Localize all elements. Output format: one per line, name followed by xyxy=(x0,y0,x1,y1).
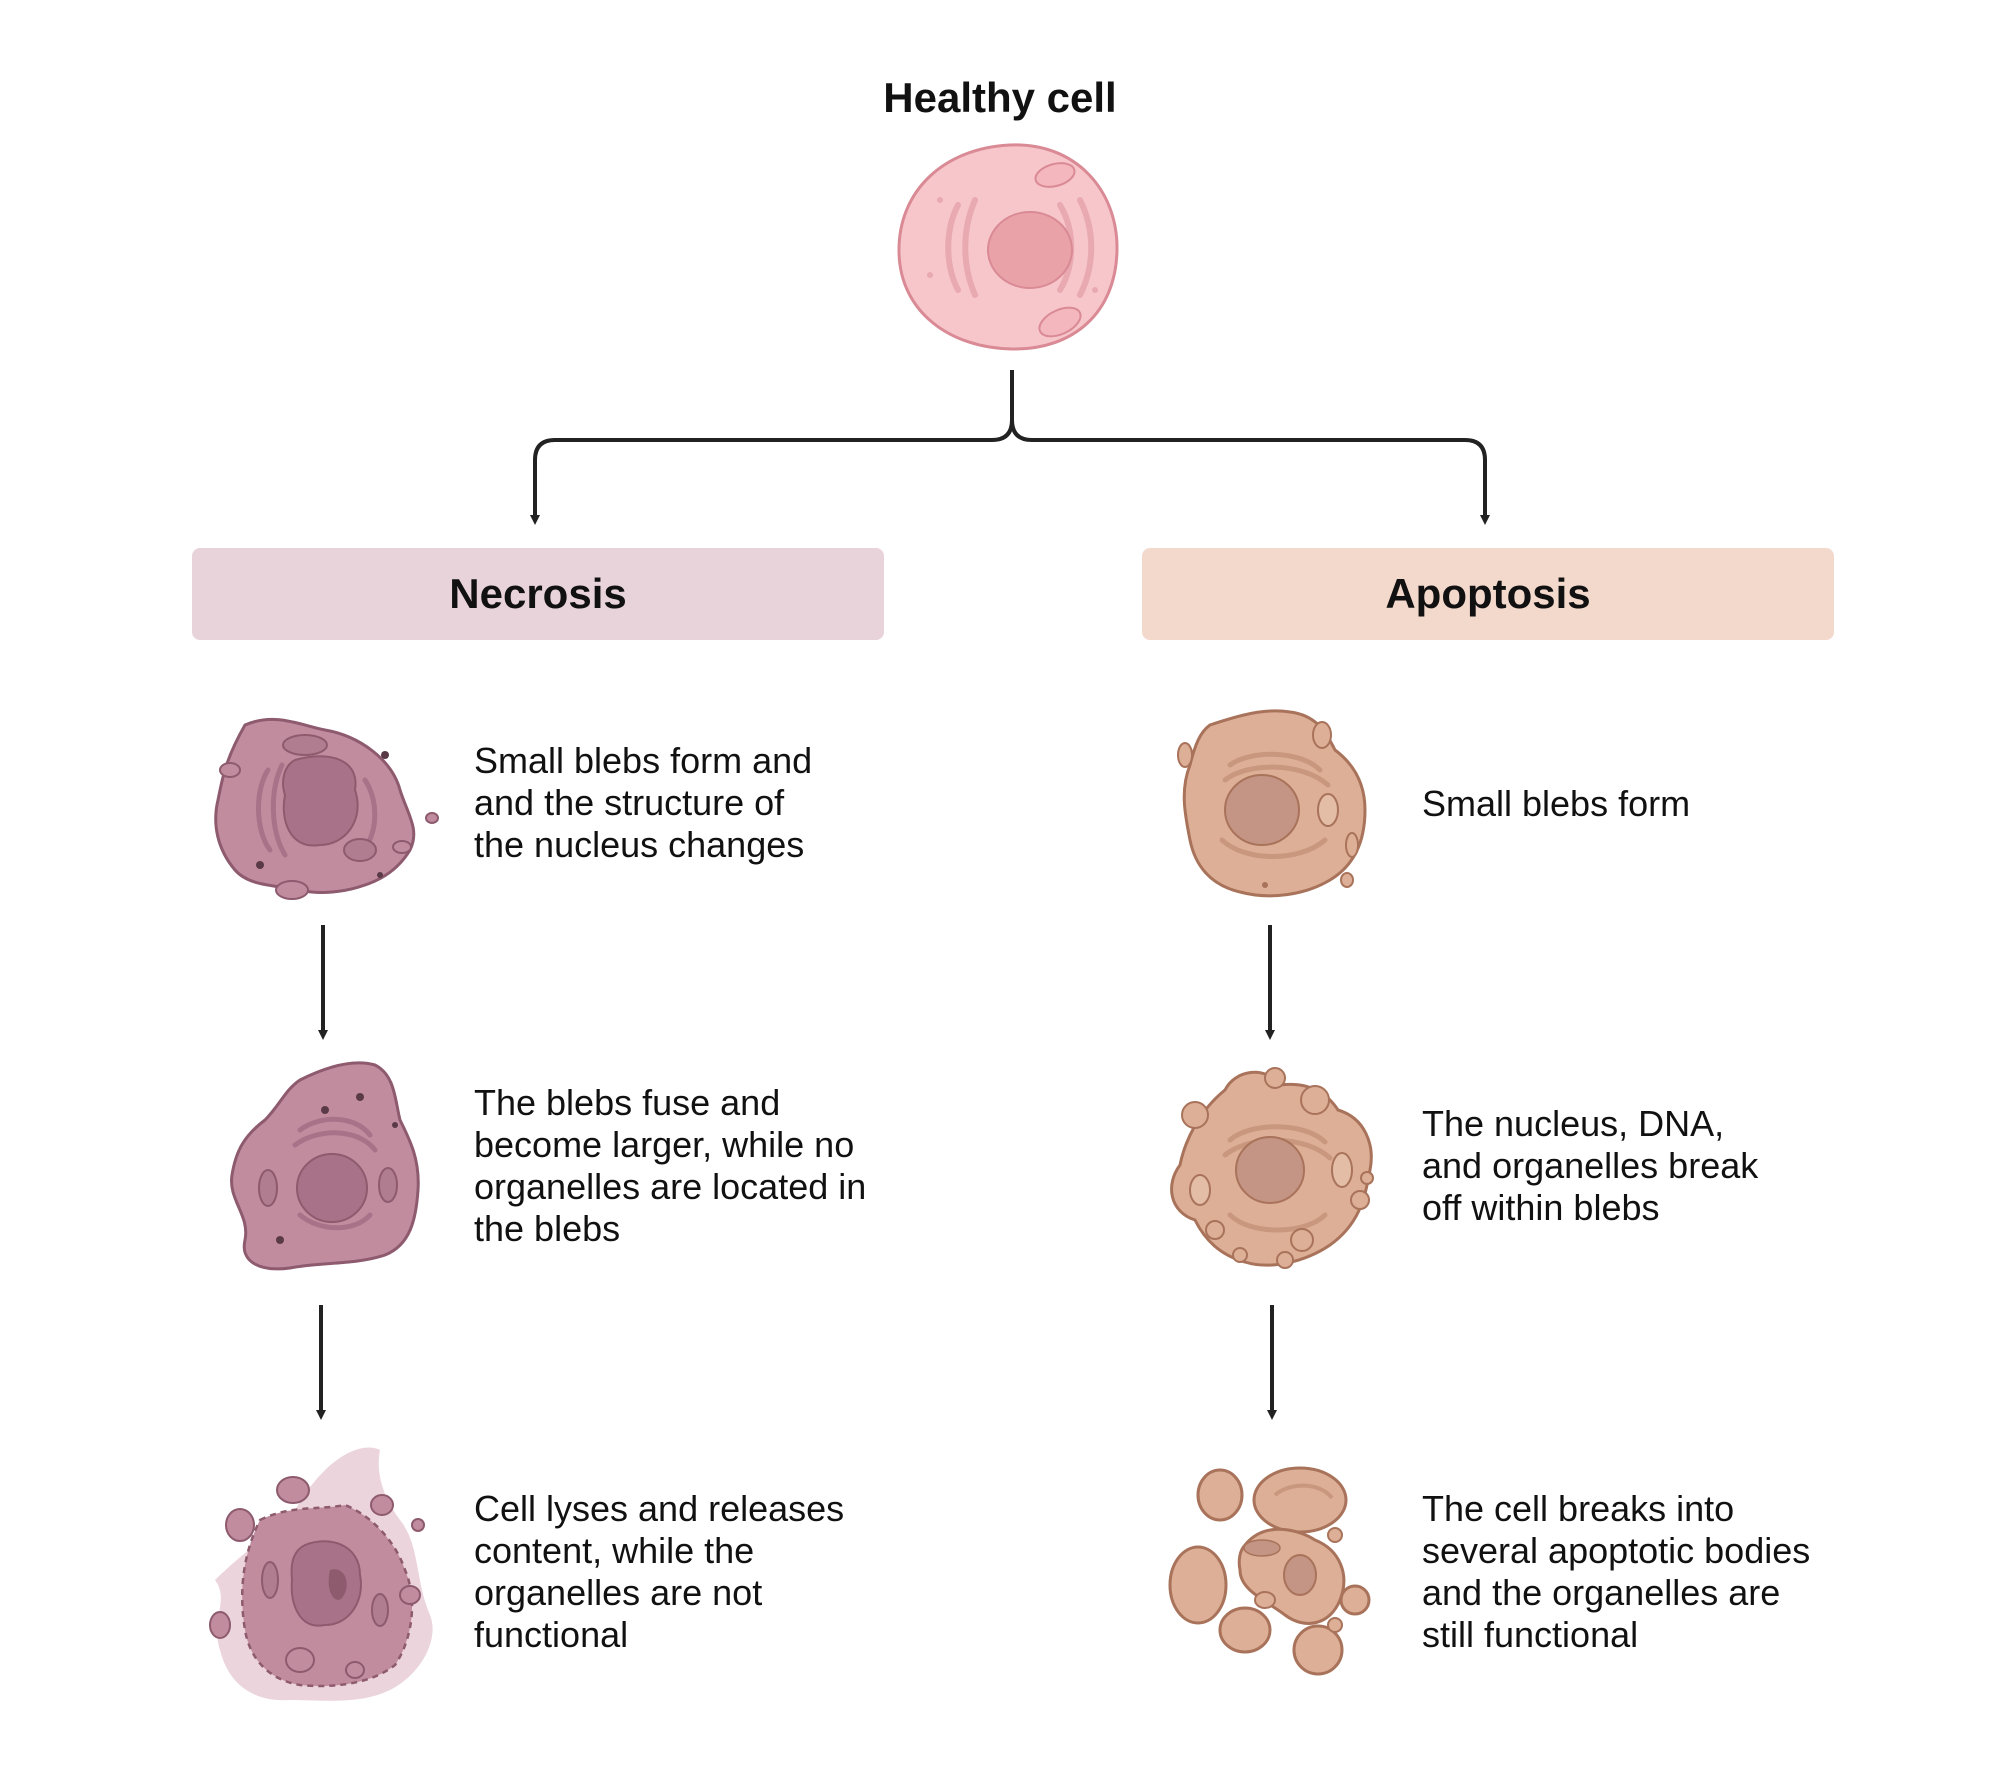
step-arrows xyxy=(316,925,1277,1420)
branch-connector xyxy=(530,370,1490,525)
necrosis-cell-2-icon xyxy=(230,1061,420,1271)
necrosis-header-label: Necrosis xyxy=(449,570,627,617)
necrosis-cell-1-icon xyxy=(214,717,439,900)
apoptosis-step-1-text: Small blebs form xyxy=(1422,783,1691,824)
apoptosis-cell-1-icon xyxy=(1177,709,1367,898)
apoptosis-cell-2-icon xyxy=(1170,1067,1374,1269)
necrosis-step-1-text: Small blebs form and and the structure o… xyxy=(474,740,813,865)
necrosis-step-2-text: The blebs fuse and become larger, while … xyxy=(474,1082,867,1249)
apoptosis-header: Apoptosis xyxy=(1142,548,1834,640)
apoptosis-step-2-text: The nucleus, DNA, and organelles break o… xyxy=(1422,1103,1759,1228)
diagram-title: Healthy cell xyxy=(883,74,1117,121)
necrosis-header: Necrosis xyxy=(192,548,884,640)
apoptosis-cell-3-icon xyxy=(1168,1466,1371,1676)
necrosis-cell-3-icon xyxy=(209,1447,433,1701)
apoptosis-step-3-text: The cell breaks into several apoptotic b… xyxy=(1422,1488,1811,1655)
healthy-cell-icon xyxy=(897,143,1119,351)
apoptosis-header-label: Apoptosis xyxy=(1385,570,1591,617)
necrosis-step-3-text: Cell lyses and releases content, while t… xyxy=(474,1488,845,1655)
